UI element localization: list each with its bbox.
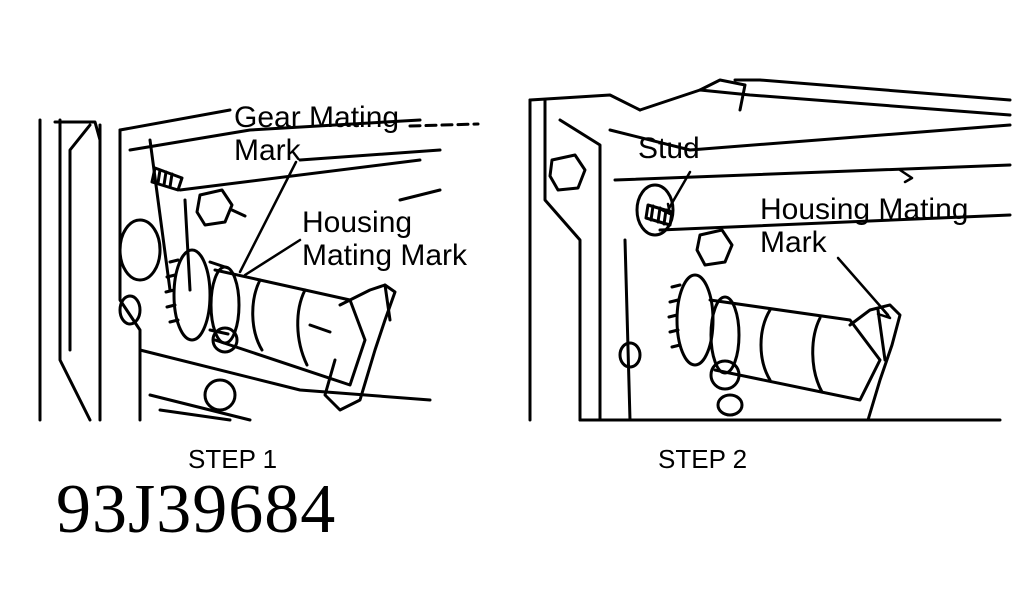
gear-mating-mark-label-line2: Mark [234,134,301,167]
stud-label: Stud [638,132,700,165]
housing-mating-mark-label-step1-line2: Mating Mark [302,239,468,272]
housing-mating-mark-label-step1-line1: Housing [302,206,413,239]
gear-mark-dash-line [408,122,480,128]
figure-id: 93J39684 [56,471,337,548]
housing-mating-mark-label-step2-line2: Mark [760,226,827,259]
step2-caption: STEP 2 [658,444,748,474]
step2-illustration [528,78,1012,422]
housing-mating-mark-label-step2-line1: Housing Mating [760,193,969,226]
step1-illustration [38,108,442,422]
gear-mating-mark-label-line1: Gear Mating [234,101,400,134]
step1-caption: STEP 1 [188,444,278,474]
